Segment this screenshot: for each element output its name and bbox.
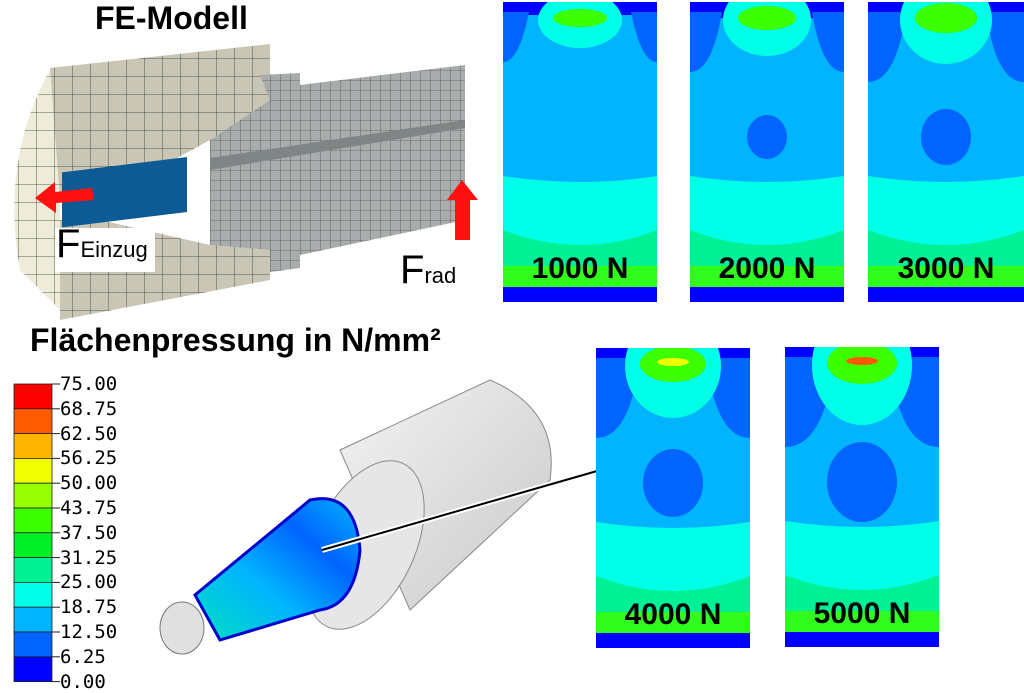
load-case-label: 5000 N (813, 597, 911, 630)
load-case-label: 1000 N (531, 252, 629, 285)
legend-label: 25.00 (60, 571, 118, 594)
legend-label: 68.75 (60, 397, 118, 420)
pressure-title: Flächenpressung in N/mm² (30, 322, 441, 358)
legend-swatch (13, 408, 53, 434)
load-case-panel: 4000 N (596, 348, 750, 648)
force-symbol: F (56, 222, 81, 266)
force-subscript: Einzug (80, 237, 148, 262)
legend-label: 0.00 (60, 670, 106, 693)
load-case-panel: 1000 N (503, 2, 657, 302)
load-case-panel: 3000 N (868, 2, 1024, 302)
fe-model-mesh (14, 44, 478, 320)
legend-label: 6.25 (60, 645, 106, 668)
shaft-end (159, 601, 205, 655)
load-case-label: 4000 N (624, 598, 722, 631)
legend-label: 50.00 (60, 472, 118, 495)
legend-swatch (13, 532, 53, 559)
legend-swatch (13, 507, 53, 534)
legend-swatch (13, 482, 53, 509)
legend-swatch (13, 433, 53, 459)
legend-label: 43.75 (60, 497, 118, 519)
radial-force-label: Frad (400, 248, 456, 293)
force-symbol: F (400, 248, 425, 292)
clamp-3d-view (159, 379, 552, 655)
clamp-pin (62, 157, 187, 228)
legend-label: 56.25 (60, 447, 118, 470)
fe-model-title: FE-Modell (95, 0, 248, 36)
legend-label: 62.50 (60, 422, 118, 445)
legend-label: 12.50 (60, 621, 118, 643)
legend-swatch (13, 383, 53, 410)
legend-swatch (13, 458, 53, 484)
force-subscript: rad (424, 263, 457, 288)
pull-force-label: FEinzug (56, 222, 148, 267)
radial-force-arrow (447, 180, 478, 240)
pressure-cone (193, 497, 362, 642)
legend-label: 37.50 (60, 521, 118, 544)
legend-label: 18.75 (60, 596, 118, 619)
load-case-panel: 5000 N (785, 347, 939, 647)
legend-swatch (13, 581, 53, 608)
load-case-label: 2000 N (718, 252, 816, 285)
load-case-panel: 2000 N (690, 2, 844, 302)
legend-swatch (13, 631, 53, 658)
legend-colorbar (13, 383, 60, 683)
leader-line (321, 458, 625, 553)
legend-swatch (13, 557, 53, 583)
pull-force-arrow (35, 182, 94, 213)
legend-label: 31.25 (60, 546, 118, 569)
legend-swatch (13, 606, 53, 633)
load-case-label: 3000 N (897, 252, 995, 285)
legend-swatch (13, 656, 53, 682)
legend-label: 75.00 (60, 373, 118, 395)
